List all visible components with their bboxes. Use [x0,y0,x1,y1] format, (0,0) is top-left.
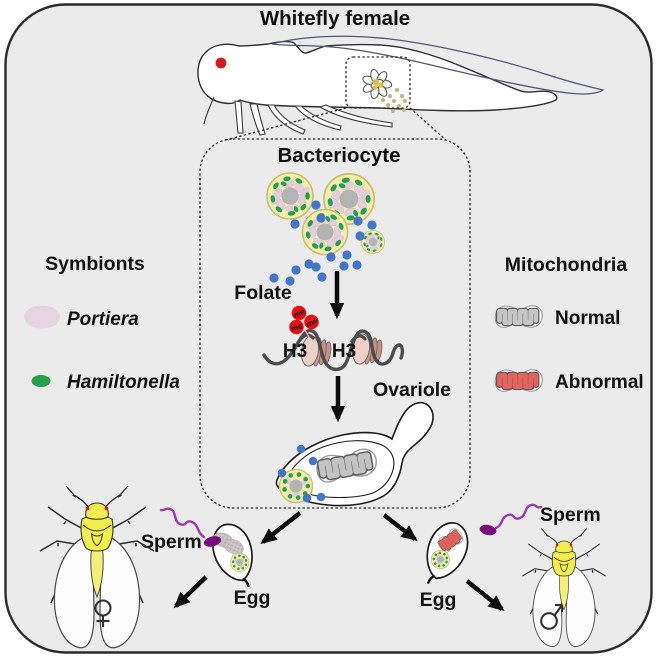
portiera-label: Portiera [67,309,139,330]
legend-mitochondria: Mitochondria Normal Abnormal [495,254,644,393]
mitochondria-normal-label: Normal [555,308,620,329]
egg-mitochondria-normal [213,532,244,555]
sperm-head [479,524,497,536]
mitochondria-abnormal-label: Abnormal [555,372,644,393]
sperm-tail [494,503,543,530]
sperm-tail [159,507,206,539]
ovary-yellow-dots [372,79,384,90]
mitochondrion-normal-icon [495,306,542,328]
arrow-left-egg-to-female [173,575,208,609]
egg-pedicel [242,577,250,588]
whitefly-side-wing [271,35,605,95]
zoom-projection-line-right [409,107,447,141]
right-egg-group: Sperm Egg [420,503,601,611]
mitochondrion-abnormal-icon [495,370,542,392]
histone-h3-label-right: H3 [332,341,356,362]
legend-symbionts-title: Symbionts [45,253,145,275]
whitefly-side-legs [234,100,393,136]
male-symbol [540,603,564,630]
figure-title: Whitefly female [260,7,410,30]
ovary-cluster [362,69,408,114]
female-symbol [94,599,112,627]
zoom-projection-line-left [225,107,347,141]
hamiltonella-label: Hamiltonella [67,372,180,393]
arrow-right-egg-to-male [465,579,505,612]
portiera-swatch [24,305,60,329]
histone-methylation: me me me H3 H3 [262,305,405,372]
left-egg-group: Sperm Egg [141,507,271,609]
bacteriocyte-cell [266,172,314,220]
methyl-group [304,314,319,330]
arrow-panel-to-right-egg [382,513,418,541]
ovariole [275,401,434,507]
methyl-group [291,305,307,321]
egg-label-left: Egg [234,587,271,609]
whitefly-antenna [203,96,215,125]
adult-female-whitefly [39,485,155,649]
histone-h3-label-left: H3 [283,341,307,362]
sperm-label-left: Sperm [141,531,202,553]
dna-wrap-crest [350,334,367,343]
methyl-link [304,329,310,338]
adult-male-whitefly [521,528,607,648]
arrow-panel-to-left-egg [260,511,302,544]
whitefly-female-illustration [197,35,605,136]
sperm-label-right: Sperm [540,504,601,526]
sperm-head [203,536,222,547]
figure-frame [4,3,653,654]
ovariole-label: Ovariole [373,379,451,401]
ovariole-folate-dots [277,444,326,503]
methyl-groups: me me me [289,305,319,335]
folate-molecules [269,200,377,286]
abdomen-zoom-box [345,56,411,109]
methyl-group [289,319,304,335]
bacteriocyte-label: Bacteriocyte [277,144,400,167]
ovary-olive-dots [380,87,408,114]
whitefly-eye [215,57,227,69]
folate-label: Folate [234,282,292,304]
egg-pedicel [427,575,435,584]
dna-wrap-crest [298,333,315,342]
hamiltonella-swatch [31,375,51,387]
egg-label-right: Egg [420,589,457,611]
methyl-label: me [290,321,304,334]
legend-symbionts: Symbionts Portiera Hamiltonella [24,253,180,393]
legend-mitochondria-title: Mitochondria [505,254,628,276]
